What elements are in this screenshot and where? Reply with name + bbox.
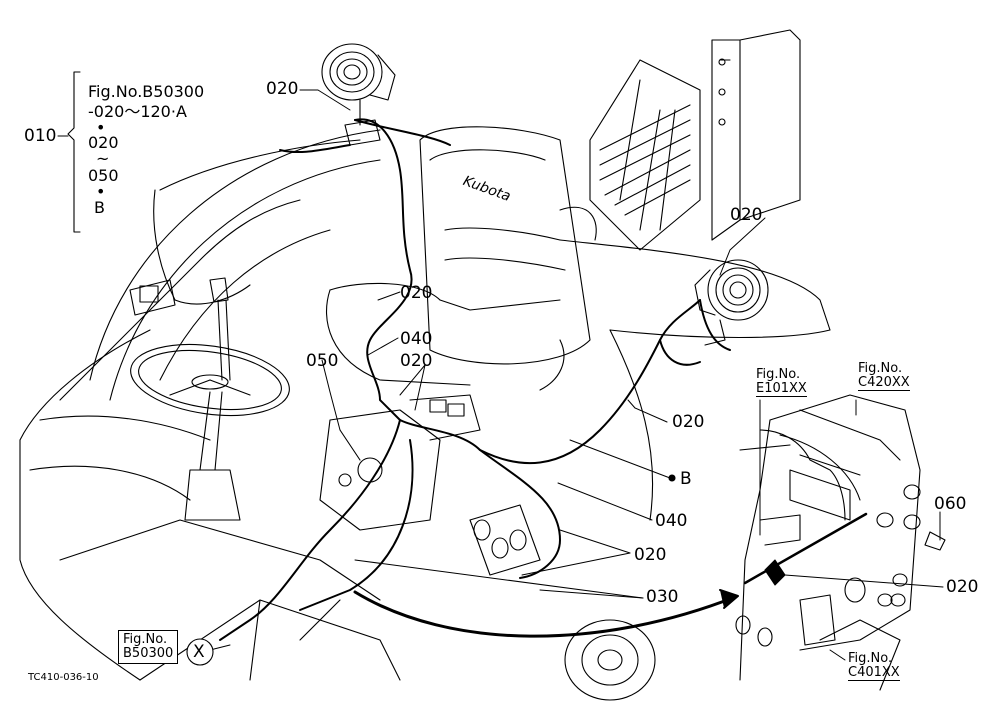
ref-e101-line2: E101XX xyxy=(756,381,807,397)
ref-c401-line1: Fig.No. xyxy=(848,651,893,666)
part-label-B: B xyxy=(680,469,692,489)
note-line-3: • xyxy=(96,118,106,137)
part-label-050: 050 xyxy=(306,351,339,371)
note-line-4: 020 xyxy=(88,133,119,152)
work-light-left xyxy=(321,43,396,146)
part-label-040-lower: 040 xyxy=(655,511,688,531)
detail-arrow-head xyxy=(719,589,739,609)
part-label-010: 010 xyxy=(24,126,57,146)
ref-c401-line2: C401XX xyxy=(848,665,900,681)
note-line-8: B xyxy=(94,198,105,217)
ref-box-c401xx: Fig.No. C401XX xyxy=(848,652,900,681)
note-line-2: -020～120·A xyxy=(88,102,187,121)
note-line-1: Fig.No.B50300 xyxy=(88,82,205,101)
part-label-020-right-of-seat: 020 xyxy=(672,412,705,432)
tractor-body xyxy=(19,129,401,681)
part-label-040-upper: 040 xyxy=(400,329,433,349)
rops-frame xyxy=(559,29,831,521)
ref-box-c420xx: Fig.No. C420XX xyxy=(858,362,910,391)
part-label-030: 030 xyxy=(646,587,679,607)
note-line-7: • xyxy=(96,182,106,201)
detail-arrow xyxy=(353,590,737,638)
inset-detail xyxy=(735,394,946,691)
part-label-020-seat: 020 xyxy=(400,283,433,303)
wiring-harness xyxy=(219,118,731,641)
part-label-020-lower: 020 xyxy=(634,545,667,565)
note-block: Fig.No.B50300 -020～120·A • 020 ~ 050 • B xyxy=(88,82,204,218)
ref-c420-line2: C420XX xyxy=(858,375,910,391)
inset-harness xyxy=(743,512,868,585)
note-line-5: ~ xyxy=(96,149,110,168)
ref-e101-line1: Fig.No. xyxy=(756,367,801,382)
part-label-020-top-right: 020 xyxy=(730,205,763,225)
note-line-6: 050 xyxy=(88,166,119,185)
leader-lines xyxy=(209,89,944,661)
bullet-B xyxy=(668,474,676,482)
solenoid-valves xyxy=(469,504,541,576)
hydraulic-block xyxy=(319,394,481,531)
ref-b50300-line2: B50300 xyxy=(123,646,174,661)
work-light-right xyxy=(694,259,769,346)
drawing-code: TC410-036-10 xyxy=(28,672,99,683)
steering-wheel xyxy=(130,343,290,521)
ref-b50300-line1: Fig.No. xyxy=(123,632,168,647)
part-label-020-top-left: 020 xyxy=(266,79,299,99)
part-label-020-seat-bottom: 020 xyxy=(400,351,433,371)
note-brace xyxy=(67,71,81,233)
ref-c420-line1: Fig.No. xyxy=(858,361,903,376)
connector-X-circle xyxy=(186,638,214,666)
part-label-020-inset: 020 xyxy=(946,577,979,597)
connector-label-X: X xyxy=(193,642,205,662)
ref-box-e101xx: Fig.No. E101XX xyxy=(756,368,807,397)
rear-wheel xyxy=(564,619,656,701)
part-label-060: 060 xyxy=(934,494,967,514)
ref-box-b50300: Fig.No. B50300 xyxy=(118,630,179,664)
